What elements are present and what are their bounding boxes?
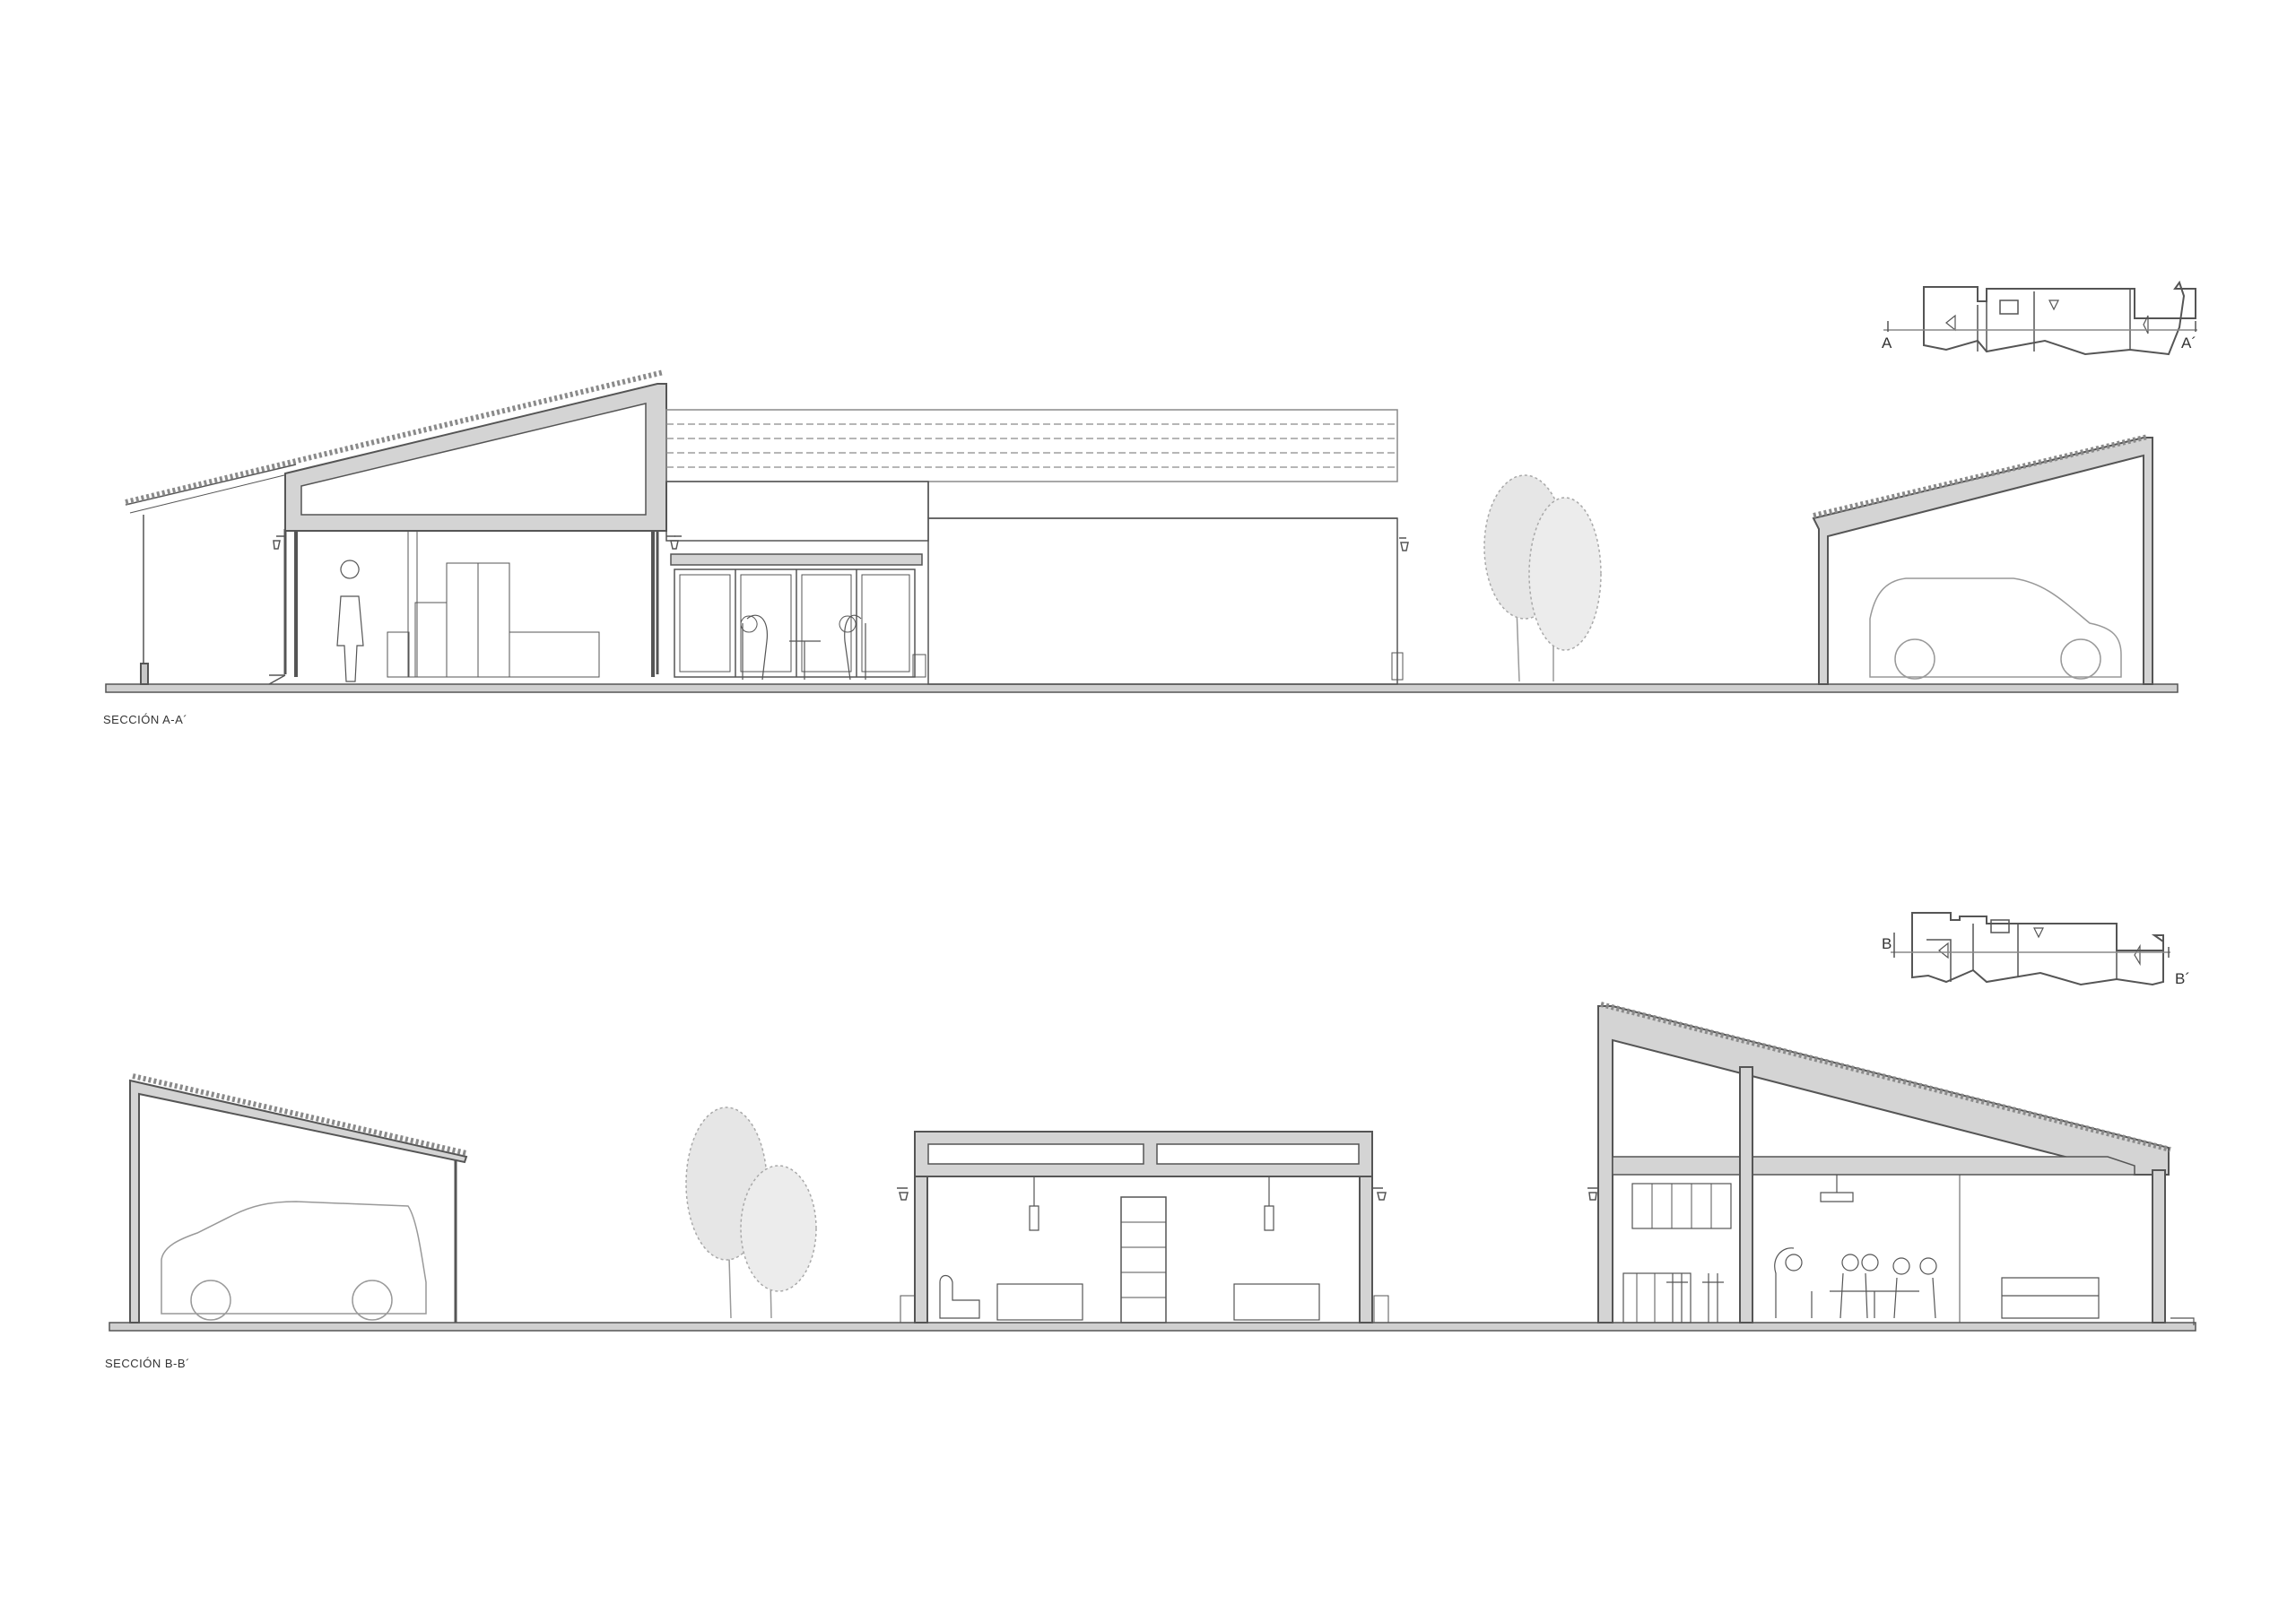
section-b-drawing xyxy=(109,1002,2196,1332)
cut-label-a-end: A´ xyxy=(2181,334,2196,352)
armchair xyxy=(939,1274,980,1319)
roof-tiles xyxy=(125,369,665,505)
dining-set xyxy=(742,614,866,681)
car-outline xyxy=(161,1201,427,1315)
carport xyxy=(1812,434,2153,685)
sofa xyxy=(1233,1283,1320,1321)
left-porch xyxy=(125,464,297,685)
cut-label-a-start: A xyxy=(1882,334,1892,352)
cut-label-b-start: B xyxy=(1882,935,1892,952)
diners-group xyxy=(1774,1247,1937,1319)
middle-volume-elevation xyxy=(665,409,1409,685)
car-outline xyxy=(1869,577,2122,678)
section-a-drawing xyxy=(105,369,2179,693)
roof-tiles xyxy=(1600,1002,2171,1152)
sofa xyxy=(2001,1277,2100,1319)
main-volume-section xyxy=(125,369,679,682)
roof-tiles xyxy=(132,1073,467,1156)
section-b-title: SECCIÓN B-B´ xyxy=(105,1357,190,1370)
key-plan-b: B B´ xyxy=(1882,912,2190,987)
bar-stools xyxy=(1666,1273,1724,1323)
right-volume-section xyxy=(1587,1002,2195,1325)
tree xyxy=(1483,474,1602,682)
ground-slab xyxy=(105,683,2179,693)
roof-tiles xyxy=(1813,434,2149,518)
ground-slab xyxy=(109,1322,2196,1332)
person-figure xyxy=(336,560,364,682)
tree-b xyxy=(685,1107,817,1319)
cut-label-b-end: B´ xyxy=(2175,970,2190,987)
sofa xyxy=(996,1283,1083,1321)
middle-volume-section xyxy=(897,1131,1389,1324)
key-plan-a: A A´ xyxy=(1882,280,2197,356)
roof-tiles-grid xyxy=(665,409,1398,482)
section-a-title: SECCIÓN A-A´ xyxy=(103,713,187,726)
carport-b xyxy=(129,1073,468,1324)
